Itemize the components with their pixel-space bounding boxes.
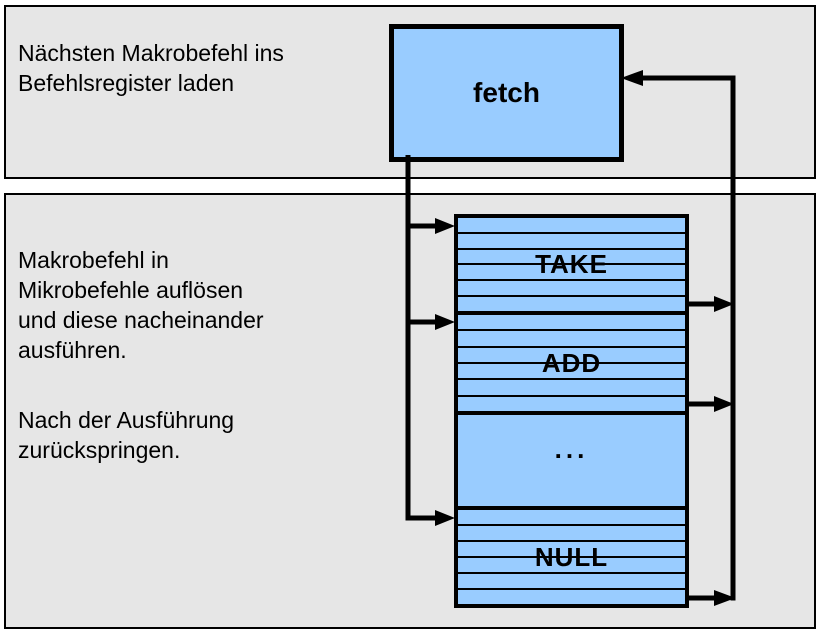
microcode-row xyxy=(458,540,685,556)
execute-phase-caption: Makrobefehl in Mikrobefehle auflösen und… xyxy=(18,245,264,365)
microprogram-memory: TAKE ADD ... xyxy=(454,214,689,608)
caption-line: Nach der Ausführung xyxy=(18,407,235,433)
microcode-row xyxy=(458,378,685,394)
fetch-phase-panel: Nächsten Makrobefehl ins Befehlsregister… xyxy=(4,5,816,179)
caption-line: Mikrobefehle auflösen xyxy=(18,277,244,303)
microcode-rows xyxy=(458,315,685,411)
microcode-rows xyxy=(458,510,685,604)
caption-line: Makrobefehl in xyxy=(18,247,169,273)
microprogram-label: ADD xyxy=(541,347,602,378)
microprogram-add: ADD xyxy=(458,311,685,411)
caption-line: Nächsten Makrobefehl ins xyxy=(18,40,284,66)
caption-line: zurückspringen. xyxy=(18,437,181,463)
microcode-row xyxy=(458,295,685,311)
microcode-row xyxy=(458,263,685,279)
execute-phase-panel: Makrobefehl in Mikrobefehle auflösen und… xyxy=(4,193,816,629)
microcode-row xyxy=(458,231,685,248)
caption-line: ausführen. xyxy=(18,337,127,363)
microprogram-label: ... xyxy=(554,434,589,464)
microcode-row xyxy=(458,345,685,362)
return-caption: Nach der Ausführung zurückspringen. xyxy=(18,405,234,465)
caption-line: und diese nacheinander xyxy=(18,307,264,333)
fetch-label: fetch xyxy=(473,77,540,108)
microcode-row xyxy=(458,329,685,345)
microcode-row xyxy=(458,394,685,411)
microprogram-label: NULL xyxy=(534,541,609,572)
microcode-rows xyxy=(458,218,685,311)
microcode-row xyxy=(458,524,685,540)
microcode-row xyxy=(458,247,685,264)
fetch-phase-caption: Nächsten Makrobefehl ins Befehlsregister… xyxy=(18,38,284,98)
microprogram-take: TAKE xyxy=(458,218,685,311)
microcode-row xyxy=(458,572,685,588)
microprogram-null: NULL xyxy=(458,506,685,604)
microcode-row xyxy=(458,588,685,604)
microcode-row xyxy=(458,279,685,295)
microprogram-ellipsis: ... xyxy=(458,411,685,506)
microprogram-label: TAKE xyxy=(535,249,608,279)
caption-line: Befehlsregister laden xyxy=(18,70,235,96)
fetch-box: fetch xyxy=(389,24,624,162)
microcode-row xyxy=(458,556,685,572)
microcode-row xyxy=(458,361,685,378)
